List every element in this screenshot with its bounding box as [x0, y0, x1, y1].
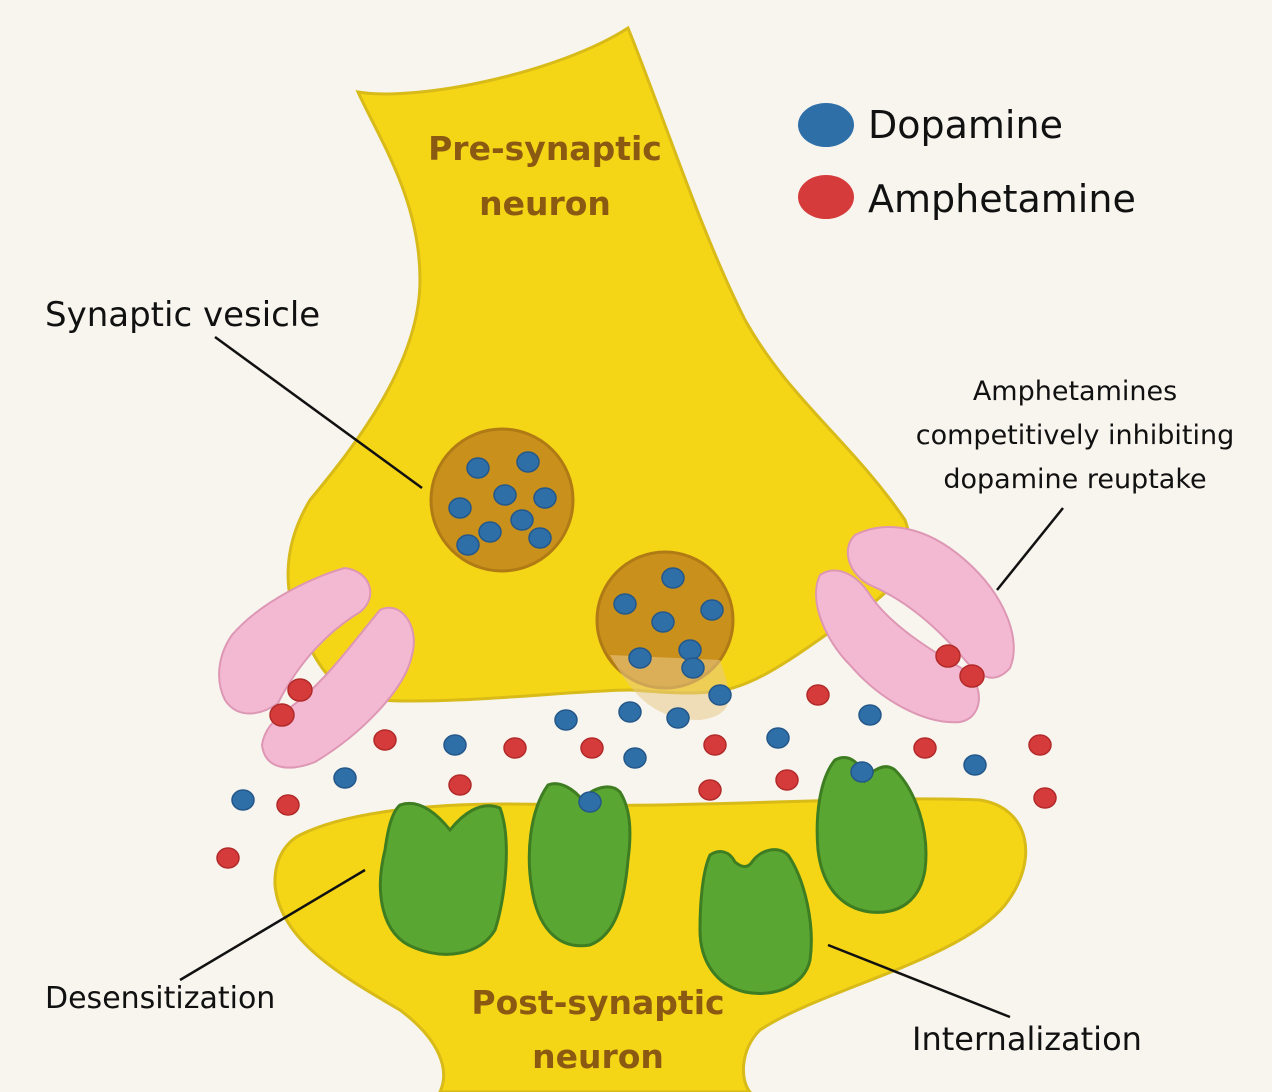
amphetamine-note-pointer: [996, 507, 1064, 591]
legend: Dopamine Amphetamine: [798, 103, 1136, 221]
post-synaptic-label-line2: neuron: [532, 1037, 664, 1076]
synaptic-vesicle-label: Synaptic vesicle: [45, 295, 320, 335]
amphetamine-note-line2: competitively inhibiting: [916, 420, 1234, 451]
amphetamine-note-line1: Amphetamines: [973, 376, 1177, 407]
amphetamine-molecules: [216, 644, 1057, 869]
desensitization-pointer: [179, 868, 366, 982]
pre-synaptic-label-line2: neuron: [479, 184, 611, 223]
transporter-right: [815, 526, 1015, 724]
receptor-1: [379, 802, 508, 956]
internalization-label: Internalization: [912, 1020, 1142, 1058]
legend-amphetamine-swatch: [798, 175, 854, 219]
receptor-2: [527, 782, 632, 948]
desensitization-label: Desensitization: [45, 981, 275, 1016]
legend-dopamine-swatch: [798, 103, 854, 147]
transporter-left: [218, 566, 415, 769]
vesicle-dopamine: [448, 451, 724, 669]
synaptic-vesicle-pointer: [214, 335, 423, 490]
receptor-3: [698, 848, 813, 995]
amphetamine-note-line3: dopamine reuptake: [943, 464, 1206, 495]
receptor-4: [815, 756, 928, 914]
internalization-pointer: [827, 943, 1011, 1019]
post-synaptic-label-line1: Post-synaptic: [471, 983, 724, 1022]
legend-dopamine-label: Dopamine: [868, 103, 1063, 147]
pre-synaptic-label-line1: Pre-synaptic: [428, 129, 662, 168]
cleft-dopamine: [231, 657, 987, 813]
legend-amphetamine-label: Amphetamine: [868, 177, 1136, 221]
